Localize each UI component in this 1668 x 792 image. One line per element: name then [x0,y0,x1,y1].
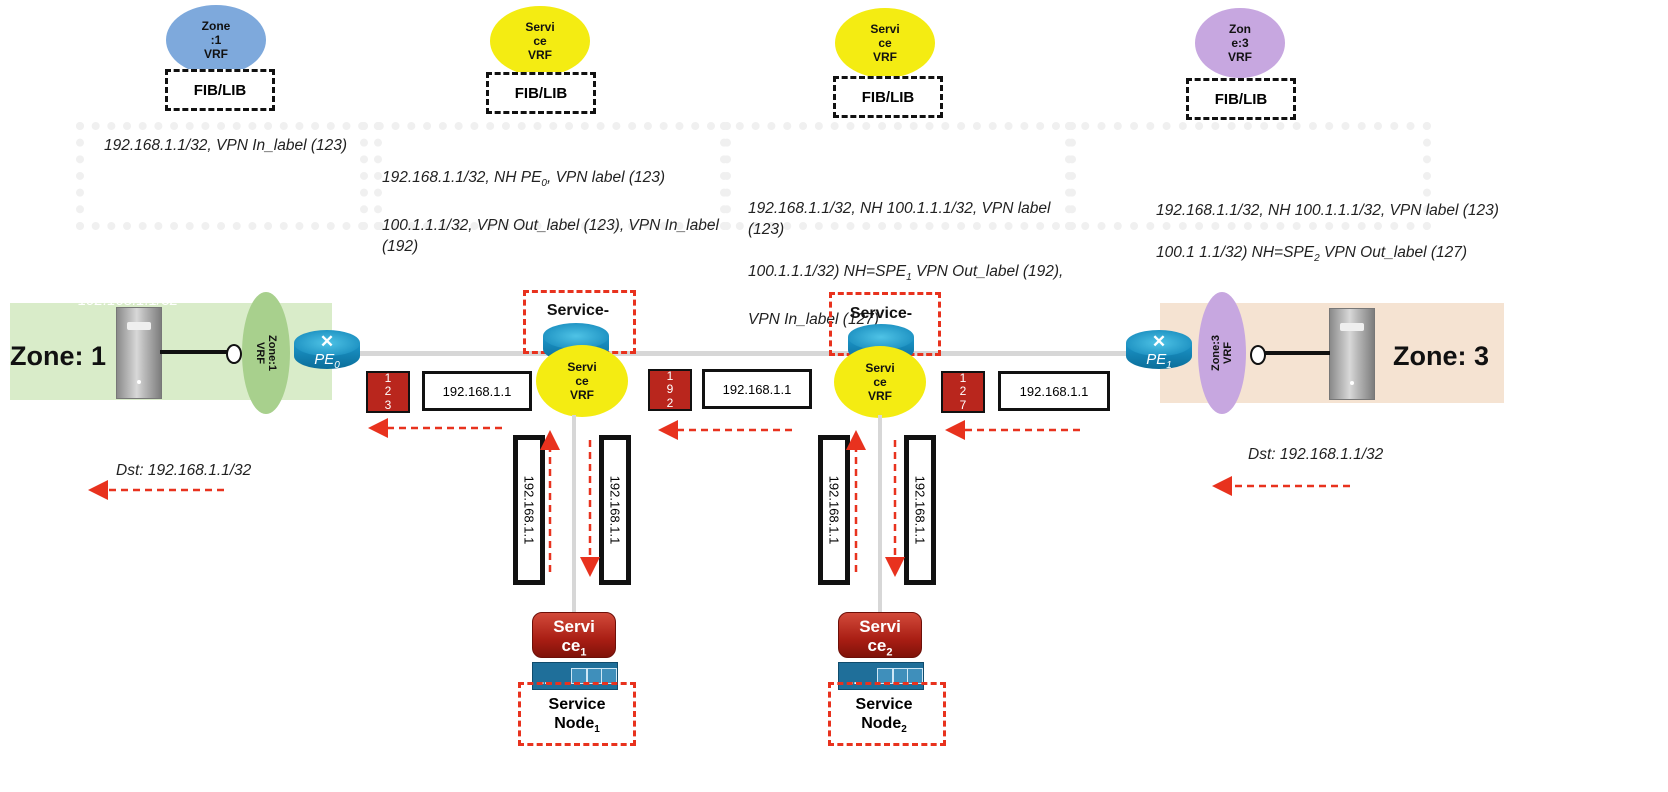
service-vrf-label: Servi ce VRF [525,20,555,62]
server-link-zone1 [160,350,230,354]
service-appliance-1: Servi ce1 [532,612,616,662]
service-vrf-node-1: Servi ce VRF [536,345,628,417]
backbone-link [352,351,1162,356]
service-vrf-node-label: Servi ce VRF [567,360,597,402]
ip-packet-label-2: 192.168.1.1 [702,369,812,409]
fib-lib-label: FIB/LIB [193,81,247,99]
service-vrf-node-2: Servi ce VRF [834,346,926,418]
service-node-chassis-2: ... [838,662,924,690]
service1-label: Servi ce1 [532,612,616,658]
ip-vertical-label-2a: 192.168.1.1 [818,435,850,585]
server-zone3 [1329,308,1375,400]
ip-packet-label-3: 192.168.1.1 [998,371,1110,411]
router-arrows-icon: ✕ [1151,332,1167,351]
service-appliance-2: Servi ce2 [838,612,922,662]
zone3-vrf-leaf: Zone:3 VRF [1198,292,1246,414]
fib-lib-label: FIB/LIB [514,84,568,102]
dst-text-right: Dst: 192.168.1.1/32 [1248,446,1384,463]
fib-lib-box-service1: FIB/LIB [486,72,596,114]
server-zone1 [116,307,162,399]
fib-lib-box-zone3: FIB/LIB [1186,78,1296,120]
service-link-1 [572,415,576,615]
mpls-label-2: 1 9 2 [648,369,692,411]
router-pe0: ✕ PE0 [294,330,360,376]
route-text-pe1: 192.168.1.1/32, NH 100.1.1.1/32, VPN lab… [1156,179,1499,269]
service-node1-box [518,682,636,746]
interface-circle-zone1 [226,344,242,364]
zone3-vrf-ellipse: Zon e:3 VRF [1195,8,1285,78]
route-spe2-line3: 100.1.1.1/32) NH=SPE1 VPN Out_label (192… [748,263,1064,284]
service-vrf-label: Servi ce VRF [870,22,900,64]
server-link-zone3 [1262,351,1330,355]
route-spe2-line4: VPN In_label (127) [748,311,879,329]
router-pe1: ✕ PE1 [1126,330,1192,376]
service-node-chassis-1: ... [532,662,618,690]
ip-vertical-label-1b: 192.168.1.1 [599,435,631,585]
mpls-label-1: 1 2 3 [366,371,410,413]
ip-packet-label-1: 192.168.1.1 [422,371,532,411]
pe0-label: PE0 [314,351,340,371]
router-arrows-icon: ✕ [319,332,335,351]
service-vrf-ellipse-2: Servi ce VRF [835,8,935,78]
route-spe1-line1: 192.168.1.1/32, NH PE0, VPN label (123) [382,169,666,190]
faint-region-1 [76,122,382,230]
zone3-vrf-label: Zon e:3 VRF [1228,22,1252,64]
route-spe2-lines: 192.168.1.1/32, NH 100.1.1.1/32, VPN lab… [748,200,1051,238]
fib-lib-label: FIB/LIB [861,88,915,106]
route-spe1-rest: 100.1.1.1/32, VPN Out_label (123), VPN I… [382,217,719,256]
mpls-label-3: 1 2 7 [941,371,985,413]
pe1-label: PE1 [1146,351,1172,371]
dst-text-left: Dst: 192.168.1.1/32 [116,462,252,479]
route-pe1-line2: 100.1 1.1/32) NH=SPE2 VPN Out_label (127… [1156,244,1468,265]
fib-lib-box-service2: FIB/LIB [833,76,943,118]
zone1-vrf-ellipse: Zone :1 VRF [166,5,266,75]
fib-lib-label: FIB/LIB [1214,90,1268,108]
faint-region-4 [1065,122,1431,230]
service-vrf-ellipse-1: Servi ce VRF [490,6,590,76]
interface-circle-zone3 [1250,345,1266,365]
route-pe1-line1: 192.168.1.1/32, NH 100.1.1.1/32, VPN lab… [1156,202,1499,219]
route-text-spe2: 192.168.1.1/32, NH 100.1.1.1/32, VPN lab… [748,177,1063,330]
zone1-vrf-leaf: Zone:1 VRF [242,292,290,414]
service-vrf-node-label: Servi ce VRF [865,361,895,403]
zone1-title: Zone: 1 [10,341,107,371]
service-node2-label: Service Node2 [855,696,913,736]
zone1-faint-prefix: 192.168.1.1/32 [78,292,179,309]
service-node1-label: Service Node1 [548,696,606,736]
ip-vertical-label-1a: 192.168.1.1 [513,435,545,585]
zone1-vrf-label: Zone :1 VRF [201,19,231,61]
route-text-pe0: 192.168.1.1/32, VPN In_label (123) [104,137,348,154]
ip-vertical-label-2b: 192.168.1.1 [904,435,936,585]
service-node2-box [828,682,946,746]
route-text-spe1: 192.168.1.1/32, NH PE0, VPN label (123) … [382,146,719,257]
zone3-title: Zone: 3 [1393,341,1490,371]
service-link-2 [878,415,882,615]
service2-label: Servi ce2 [838,612,922,658]
fib-lib-box-zone1: FIB/LIB [165,69,275,111]
